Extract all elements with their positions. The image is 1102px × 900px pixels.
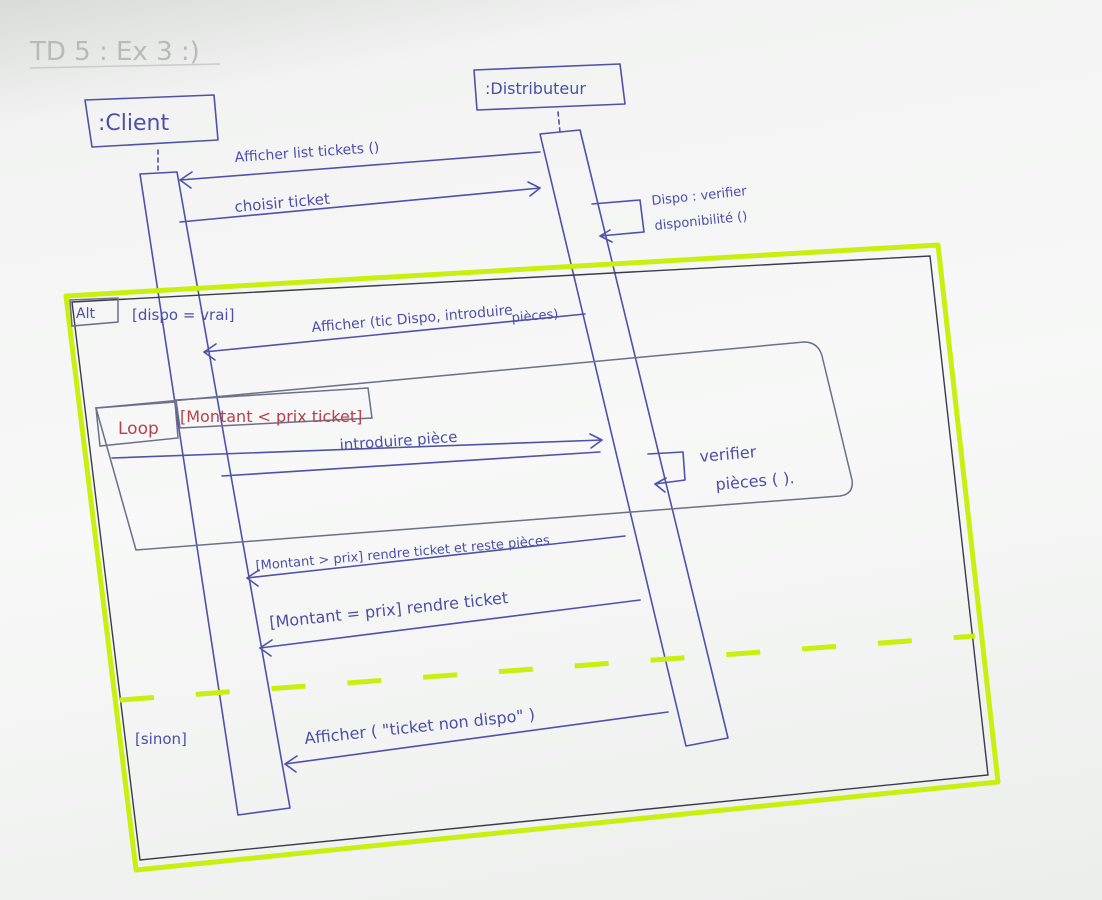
distributeur-lifeline-stem [557,111,561,133]
alt-operator-label: Alt [76,306,95,322]
alt-separator [119,633,976,703]
loop-return-line [221,451,601,477]
message-label: Dispo : verifier [651,184,748,209]
message-label: Afficher ( "ticket non dispo" ) [303,705,535,748]
message-label: introduire pièce [339,428,458,454]
message-afficher-tic-dispo: Afficher (tic Dispo, introduire pièces) [203,302,586,361]
message-choisir-ticket: choisir ticket [179,181,541,223]
self-message-verifier-pieces: verifier pièces ( ). [647,442,796,494]
client-lifeline-label: :Client [98,111,169,136]
message-label: [Montant = prix] rendre ticket [268,588,509,632]
message-afficher-list-tickets: Afficher list tickets () [179,140,541,189]
alt-guard-2: [sinon] [135,730,187,748]
loop-fragment: Loop [Montant < prix ticket] [95,341,853,551]
alt-guard-1: [dispo = vrai] [132,306,234,324]
client-lifeline-head: :Client [84,94,219,148]
message-label: pièces ( ). [715,468,796,494]
distributeur-activation-bar [539,129,729,747]
message-ticket-non-dispo: Afficher ( "ticket non dispo" ) [284,705,669,773]
alt-fragment: Alt [dispo = vrai] [sinon] [63,242,1001,873]
distributeur-lifeline-label: :Distributeur [485,79,586,98]
client-activation-bar [139,171,291,816]
distributeur-lifeline-head: :Distributeur [473,63,626,111]
message-label: verifier [699,442,758,466]
message-label: Afficher list tickets () [234,140,380,166]
message-rendre-ticket-et-reste: [Montant > prix] rendre ticket et reste … [246,533,626,587]
message-label: pièces) [511,307,559,326]
message-rendre-ticket: [Montant = prix] rendre ticket [259,588,641,657]
loop-operator-label: Loop [118,419,159,439]
message-label: disponibilité () [654,209,748,234]
message-label: [Montant > prix] rendre ticket et reste … [255,533,551,574]
diagram-title: TD 5 : Ex 3 :) [29,37,200,67]
self-message-verifier-dispo: Dispo : verifier disponibilité () [591,184,748,243]
loop-guard: [Montant < prix ticket] [180,407,362,426]
title-underline [29,63,221,69]
